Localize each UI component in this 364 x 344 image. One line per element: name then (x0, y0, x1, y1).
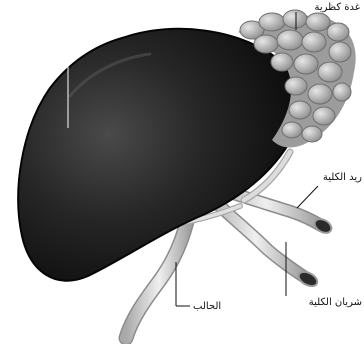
kidney-label: الكلية (88, 28, 111, 40)
renal-artery-label: شريان الكلية (309, 297, 362, 309)
adrenal-gland-label: غدة كظرية (314, 2, 360, 14)
ureter-label: الحالب (193, 301, 221, 313)
renal-vein-label: ريد الكلية (323, 172, 362, 184)
vein-leader (297, 186, 318, 208)
